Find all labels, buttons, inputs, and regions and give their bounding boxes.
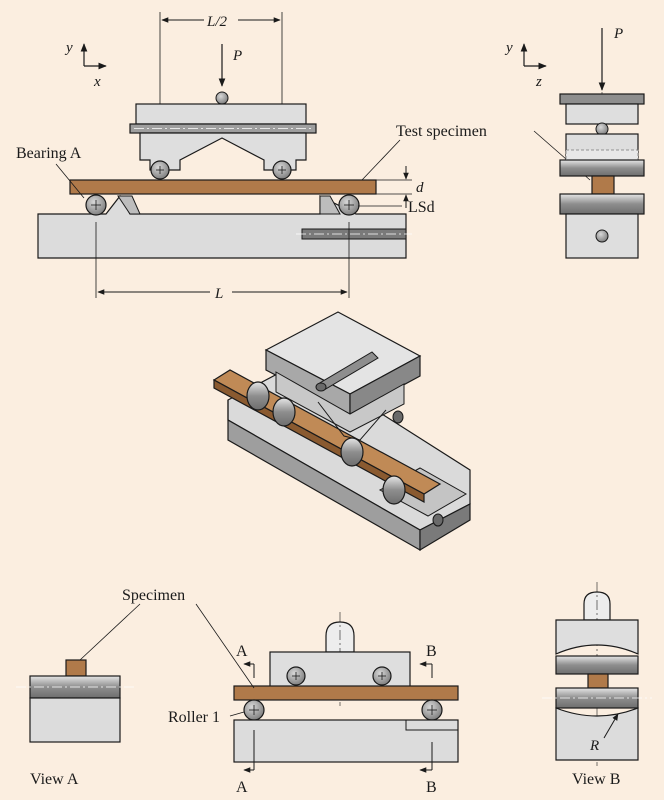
load-arrow-end: P <box>598 26 623 91</box>
section-marker-b: B B <box>419 643 437 796</box>
end-view: y z P <box>504 26 645 259</box>
axis-y-label-end: y <box>504 40 513 56</box>
span-label: L <box>214 286 223 302</box>
specimen-callout: Specimen <box>122 587 255 689</box>
side-view: y x L/2 P <box>16 12 591 302</box>
upper-loading-block <box>129 91 317 180</box>
iso-rollers <box>246 381 444 527</box>
lsd-label: LSd <box>408 199 435 216</box>
radius-label: R <box>589 738 599 754</box>
front-view: A A B B Specimen Roller 1 <box>122 587 459 796</box>
axes-side: y x <box>64 40 107 90</box>
isometric-view <box>212 311 471 552</box>
view-a: View A <box>16 603 141 788</box>
half-span-label: L/2 <box>206 14 228 30</box>
thickness-label: d <box>416 180 424 196</box>
lsd-callout: LSd <box>358 199 435 216</box>
view-b: R View B <box>542 582 652 788</box>
axes-end: y z <box>504 40 547 90</box>
half-span-dimension: L/2 <box>159 12 283 136</box>
section-b-bottom: B <box>426 779 437 796</box>
specimen-label: Specimen <box>122 587 185 604</box>
roller-1-label: Roller 1 <box>168 709 220 726</box>
view-a-caption: View A <box>30 771 79 788</box>
load-label: P <box>232 48 242 64</box>
bearing-a-callout: Bearing A <box>16 145 85 199</box>
load-arrow: P <box>218 44 242 87</box>
axis-y-label: y <box>64 40 73 56</box>
load-label-end: P <box>613 26 623 42</box>
roller-1-callout: Roller 1 <box>168 709 245 726</box>
bearing-a-label: Bearing A <box>16 145 82 162</box>
section-a-top: A <box>236 643 248 660</box>
section-a-bottom: A <box>236 779 248 796</box>
section-b-top: B <box>426 643 437 660</box>
axis-x-label: x <box>93 74 101 90</box>
test-specimen-label: Test specimen <box>396 123 487 140</box>
lower-support-block <box>37 194 412 259</box>
thickness-dimension: d <box>376 166 424 208</box>
axis-z-label: z <box>535 74 542 90</box>
test-specimen-callout: Test specimen <box>361 123 591 181</box>
view-b-caption: View B <box>572 771 620 788</box>
section-marker-a: A A <box>236 643 255 796</box>
span-dimension: L <box>95 222 350 302</box>
test-specimen-bar <box>69 179 377 195</box>
